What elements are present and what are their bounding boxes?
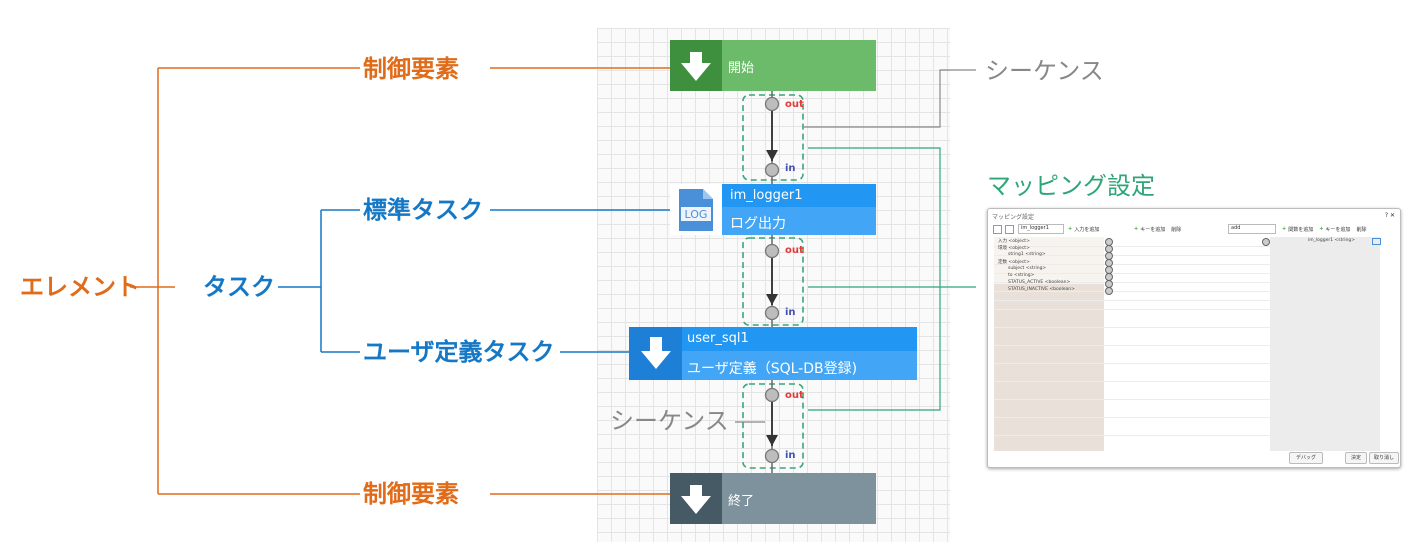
user-task-name: user_sql1 [687, 331, 749, 346]
mapping-port[interactable] [1105, 287, 1113, 295]
out-label: out [785, 390, 804, 401]
in-label: in [785, 163, 796, 174]
user-task-label: ユーザ定義（SQL-DB登録) [687, 361, 858, 377]
flow-canvas [597, 28, 950, 542]
line-mapping-bracket [808, 147, 941, 411]
end-node[interactable]: 終了 [670, 473, 876, 524]
tree-item[interactable]: subject <string> [1008, 266, 1047, 271]
function-select[interactable]: add [1228, 224, 1276, 234]
dialog-title: マッピング設定 [992, 214, 1035, 221]
sequence-1 [742, 91, 804, 184]
cancel-button[interactable]: 取り消し [1369, 452, 1399, 464]
user-task-label: ユーザ定義タスク [363, 338, 555, 366]
dialog-close-button[interactable]: ? ✕ [1384, 212, 1395, 219]
sequence-2 [742, 235, 804, 327]
in-port [764, 448, 780, 464]
plus-icon: + [1134, 226, 1139, 232]
out-port [764, 243, 780, 259]
tree-item[interactable]: to <string> [1008, 273, 1035, 278]
tree-item[interactable]: 定数 <object> [998, 260, 1030, 265]
source-select[interactable]: im_logger1 [1018, 224, 1064, 234]
down-arrow-icon [629, 327, 682, 380]
target-column [1270, 237, 1380, 451]
delete-button[interactable]: 削除 [1171, 226, 1182, 233]
right-toolbar: add + 関数を追加 + キーを追加 削除 [1228, 224, 1366, 234]
logger-name: im_logger1 [730, 188, 803, 203]
plus-icon: + [1282, 226, 1287, 232]
logger-task-node[interactable]: LOG im_logger1 ログ出力 [670, 184, 876, 235]
tree-item[interactable]: string1 <string> [1008, 252, 1046, 257]
tree-item[interactable]: STATUS_ACTIVE <boolean> [1008, 280, 1071, 285]
mapping-port[interactable] [1262, 238, 1270, 246]
svg-text:LOG: LOG [685, 208, 708, 221]
standard-task-label: 標準タスク [363, 196, 483, 224]
ok-button[interactable]: 決定 [1345, 452, 1367, 464]
line-sequence-top [804, 69, 976, 128]
source-column-empty [994, 284, 1104, 451]
down-arrow-icon [670, 40, 722, 91]
mapping-dialog: マッピング設定 ? ✕ im_logger1 + 入力を追加 + キーを追加 削… [987, 208, 1401, 468]
start-node[interactable]: 開始 [670, 40, 876, 91]
logger-label: ログ出力 [730, 216, 786, 232]
left-toolbar: im_logger1 + 入力を追加 [993, 224, 1133, 234]
debug-button[interactable]: デバッグ [1289, 452, 1323, 464]
element-label: エレメント [20, 273, 140, 301]
out-port [764, 96, 780, 112]
collapse-icon[interactable] [1005, 224, 1014, 234]
expand-icon[interactable] [993, 224, 1002, 234]
tree-item[interactable]: 入力 <object> [998, 239, 1030, 244]
mapping-label: マッピング設定 [987, 172, 1155, 200]
out-label: out [785, 99, 804, 110]
plus-icon: + [1068, 226, 1073, 232]
control-element-top-label: 制御要素 [363, 55, 459, 83]
in-port [764, 162, 780, 178]
sequence-3 [742, 380, 804, 473]
object-icon [1372, 238, 1381, 245]
in-port [764, 305, 780, 321]
add-function-button[interactable]: 関数を追加 [1288, 226, 1314, 233]
target-item[interactable]: im_logger1 <string> [1308, 238, 1355, 243]
down-arrow-icon [670, 473, 722, 524]
log-file-icon: LOG [670, 184, 722, 235]
out-port [764, 387, 780, 403]
in-label: in [785, 307, 796, 318]
plus-icon: + [1319, 226, 1324, 232]
user-task-node[interactable]: user_sql1 ユーザ定義（SQL-DB登録) [629, 327, 917, 380]
tree-item[interactable]: 環境 <object> [998, 246, 1030, 251]
control-element-bottom-label: 制御要素 [363, 480, 459, 508]
task-label: タスク [203, 273, 275, 301]
end-label: 終了 [728, 494, 755, 509]
out-label: out [785, 245, 804, 256]
sequence-label-mid: シーケンス [610, 407, 729, 435]
start-label: 開始 [728, 61, 755, 76]
add-key-button[interactable]: キーを追加 [1140, 226, 1166, 233]
tree-item[interactable]: STATUS_INACTIVE <boolean> [1008, 287, 1075, 292]
add-key-button[interactable]: キーを追加 [1325, 226, 1351, 233]
in-label: in [785, 450, 796, 461]
left-toolbar-2: + キーを追加 削除 [1134, 224, 1181, 234]
add-input-button[interactable]: 入力を追加 [1074, 226, 1100, 233]
delete-button[interactable]: 削除 [1356, 226, 1367, 233]
sequence-label-top: シーケンス [985, 57, 1104, 85]
